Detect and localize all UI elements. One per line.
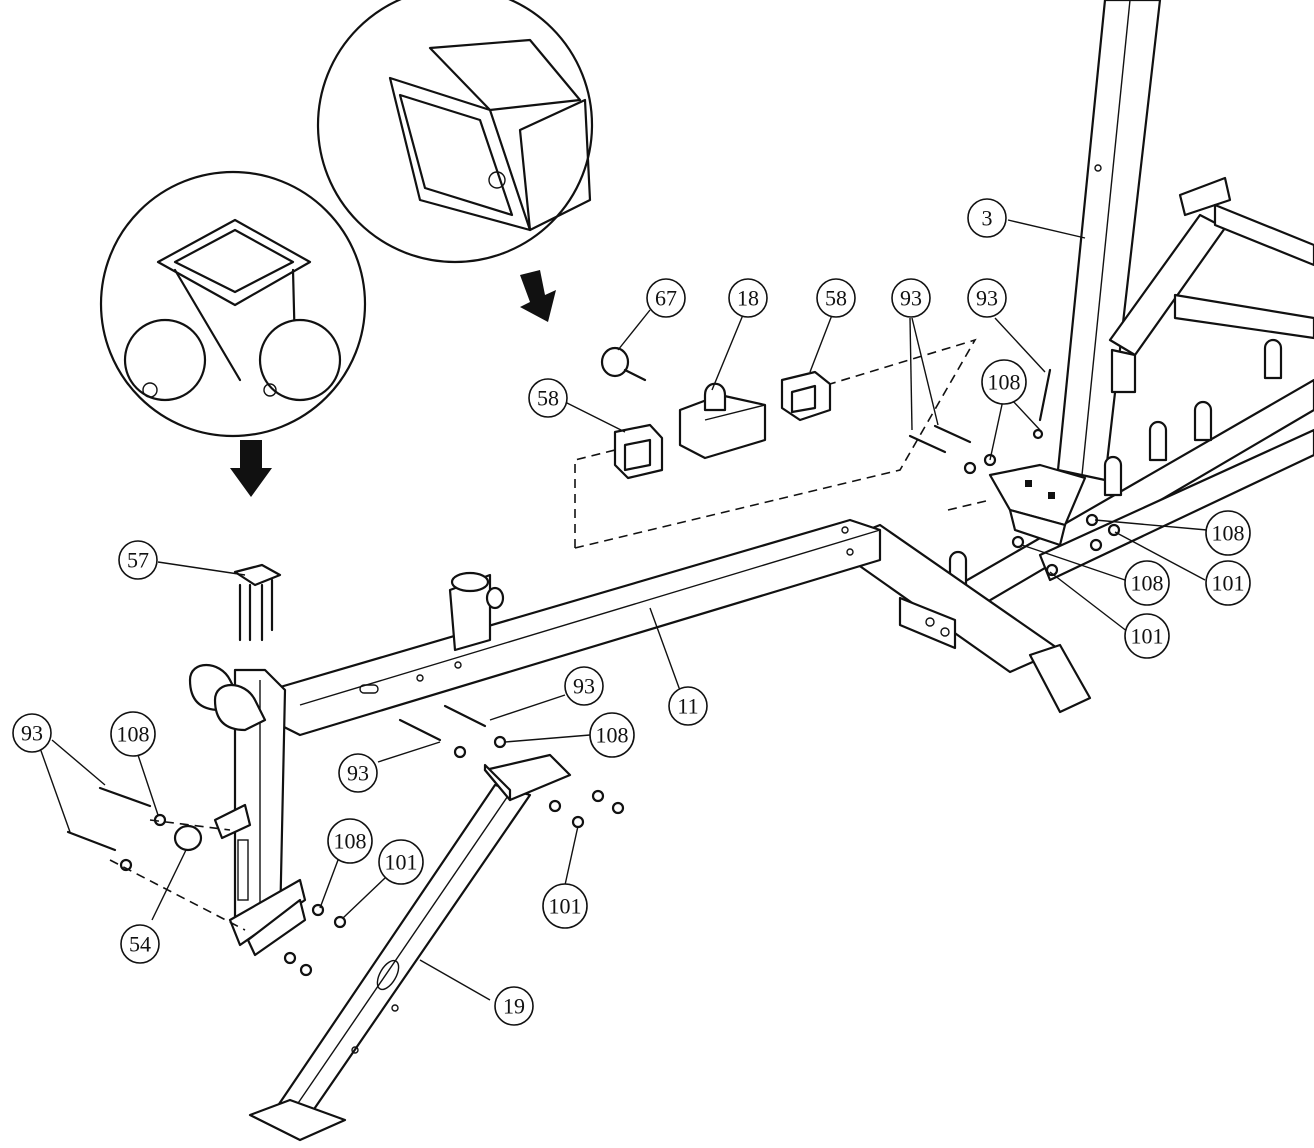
- part-57-insert: [233, 563, 282, 642]
- callout-58-left-label: 58: [537, 386, 559, 411]
- callout-108-mid: 108: [589, 712, 635, 758]
- arrow-down-left: [230, 440, 272, 497]
- callout-101-right-a-label: 101: [1212, 571, 1245, 596]
- callout-108-left: 108: [110, 711, 156, 757]
- post-base-bracket: [988, 463, 1087, 547]
- callout-108-upper-label: 108: [988, 370, 1021, 395]
- assembly-dashes: [109, 338, 991, 931]
- callout-93-mid-lower: 93: [338, 753, 378, 793]
- part-67-knob: [600, 346, 647, 382]
- callout-93-left: 93: [12, 713, 52, 753]
- callout-101-right-a: 101: [1205, 560, 1251, 606]
- callout-93-upper-b-label: 93: [976, 286, 998, 311]
- detail-circle-cap-58: [316, 0, 594, 264]
- callout-57: 57: [118, 540, 158, 580]
- upright-post-3: [1056, 0, 1162, 482]
- callout-18: 18: [728, 278, 768, 318]
- callout-18-label: 18: [737, 286, 759, 311]
- callout-108-right-a: 108: [1205, 510, 1251, 556]
- callout-11-label: 11: [677, 694, 698, 719]
- callout-58-top: 58: [816, 278, 856, 318]
- callout-101-right-b-label: 101: [1131, 624, 1164, 649]
- callout-93-upper-b: 93: [967, 278, 1007, 318]
- callout-101-lower-left-label: 101: [385, 850, 418, 875]
- callout-108-right-a-label: 108: [1212, 521, 1245, 546]
- callout-108-upper: 108: [981, 359, 1027, 405]
- part-18-bracket: [678, 382, 767, 460]
- callout-93-upper-a: 93: [891, 278, 931, 318]
- callout-93-upper-a-label: 93: [900, 286, 922, 311]
- arrow-down-right: [520, 270, 556, 322]
- callout-58-left: 58: [528, 378, 568, 418]
- callout-108-right-b-label: 108: [1131, 571, 1164, 596]
- callout-108-left-label: 108: [117, 722, 150, 747]
- callout-93-mid-upper-label: 93: [573, 674, 595, 699]
- callout-108-lower: 108: [327, 818, 373, 864]
- part-58-cap-right: [780, 370, 832, 422]
- callout-3: 3: [967, 198, 1007, 238]
- callout-54: 54: [120, 924, 160, 964]
- front-left-upright: [173, 664, 307, 957]
- detail-circle-insert-57: [99, 170, 367, 438]
- callout-3-label: 3: [982, 206, 993, 231]
- part-58-cap-left: [613, 423, 664, 480]
- leg-19: [248, 753, 572, 1142]
- callout-101-lower-left: 101: [378, 839, 424, 885]
- callout-93-left-label: 93: [21, 721, 43, 746]
- callout-108-right-b: 108: [1124, 560, 1170, 606]
- callout-67-label: 67: [655, 286, 677, 311]
- callout-93-mid-upper: 93: [564, 666, 604, 706]
- callout-101-lower-right: 101: [542, 883, 588, 929]
- callout-54-label: 54: [129, 932, 151, 957]
- callout-19-label: 19: [503, 994, 525, 1019]
- callout-93-mid-lower-label: 93: [347, 761, 369, 786]
- callout-11: 11: [668, 686, 708, 726]
- fasteners: [66, 368, 1121, 977]
- callout-67: 67: [646, 278, 686, 318]
- callout-58-top-label: 58: [825, 286, 847, 311]
- callout-101-lower-right-label: 101: [549, 894, 582, 919]
- callout-101-right-b: 101: [1124, 613, 1170, 659]
- callout-57-label: 57: [127, 548, 149, 573]
- leader-lines: [39, 219, 1208, 1001]
- callout-19: 19: [494, 986, 534, 1026]
- callout-108-mid-label: 108: [596, 723, 629, 748]
- callout-108-lower-label: 108: [334, 829, 367, 854]
